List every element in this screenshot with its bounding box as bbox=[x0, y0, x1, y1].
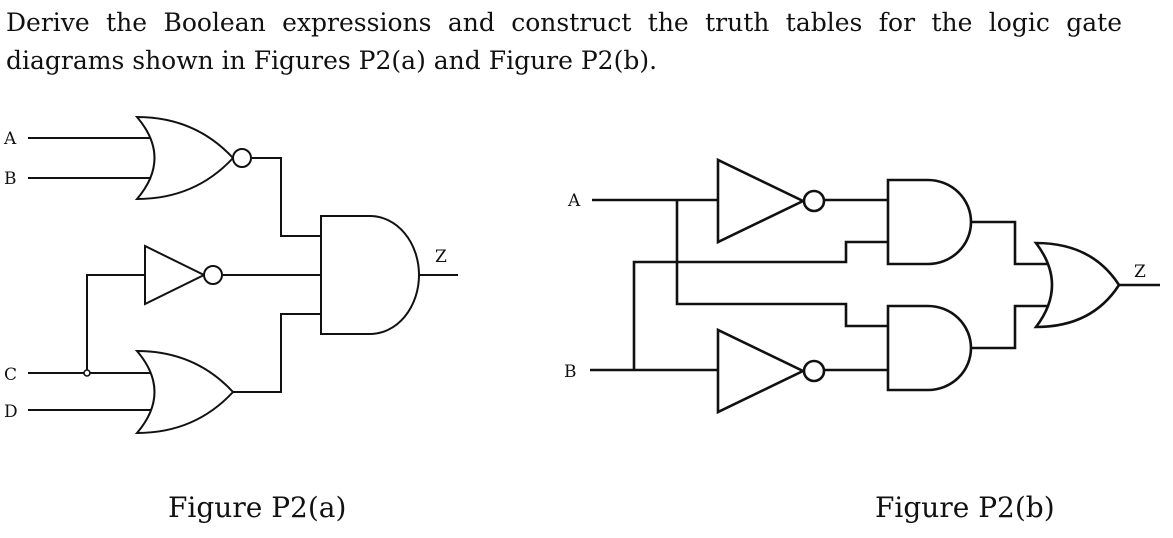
not-bubble bbox=[203, 265, 223, 285]
figure-a-caption: Figure P2(a) bbox=[168, 491, 346, 524]
output-label-z-b: Z bbox=[1134, 262, 1146, 282]
wire-and1-out bbox=[969, 220, 1050, 266]
wires-b bbox=[590, 198, 1160, 372]
wire-nor-out bbox=[252, 157, 321, 237]
not-bubble-top bbox=[802, 189, 826, 213]
not-gate-top bbox=[716, 157, 826, 245]
nor-gate bbox=[134, 115, 252, 201]
and-gate bbox=[320, 215, 420, 335]
wire-c-branch bbox=[86, 274, 145, 373]
input-label-d: D bbox=[4, 402, 18, 422]
wire-or-out bbox=[233, 313, 321, 393]
figure-b-caption: Figure P2(b) bbox=[875, 491, 1055, 524]
input-label-a-b: A bbox=[567, 191, 581, 211]
output-label-z: Z bbox=[435, 247, 447, 267]
figure-b: A B bbox=[564, 157, 1160, 524]
nor-bubble bbox=[232, 148, 252, 168]
or-gate-b bbox=[1033, 241, 1121, 329]
not-gate-bottom bbox=[716, 327, 826, 415]
wire-and2-out bbox=[969, 304, 1050, 350]
input-label-b: B bbox=[4, 169, 17, 189]
not-gate bbox=[144, 244, 223, 306]
and-gate-top bbox=[886, 178, 973, 266]
wire-a-branch bbox=[675, 200, 888, 328]
input-label-a: A bbox=[3, 129, 17, 149]
and-gate-bottom bbox=[886, 304, 973, 392]
question-text: Derive the Boolean expressions and const… bbox=[6, 8, 1122, 75]
wire-b-branch bbox=[632, 240, 888, 370]
input-label-b-b: B bbox=[564, 362, 577, 382]
figure-a: A B C D bbox=[3, 115, 458, 524]
input-label-c: C bbox=[4, 365, 17, 385]
not-bubble-bottom bbox=[802, 359, 826, 383]
or-gate bbox=[134, 349, 235, 435]
junction-dot bbox=[83, 369, 91, 377]
